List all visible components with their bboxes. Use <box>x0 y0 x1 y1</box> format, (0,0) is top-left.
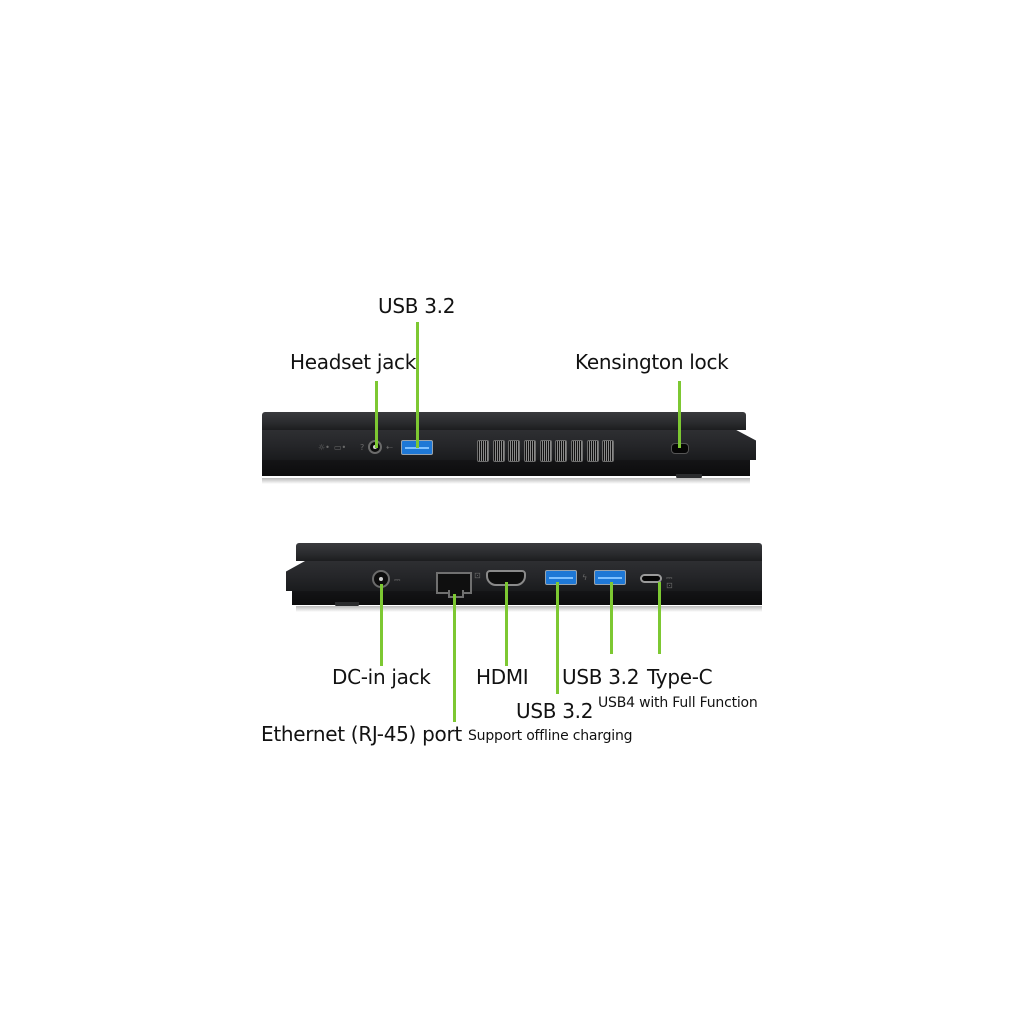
callout-hdmi: HDMI <box>476 665 529 689</box>
usb-3-2-port-offline-charging <box>545 570 577 585</box>
callout-usb-3-2-top: USB 3.2 <box>378 294 456 318</box>
indicator-power-icon: ☼• <box>318 443 330 452</box>
callout-usb-3-2-offline: USB 3.2 <box>516 699 594 723</box>
laptop-lid <box>262 412 746 430</box>
callout-type-c-sublabel: USB4 with Full Function <box>598 695 758 711</box>
headset-symbol-icon: ? <box>360 443 365 452</box>
callout-usb-3-2: USB 3.2 <box>562 665 640 689</box>
laptop-shadow <box>296 606 762 612</box>
leader-line-dc-in-jack <box>380 584 383 666</box>
dc-symbol-icon: ⎓ <box>394 575 401 584</box>
usb-symbol-icon: ⇠ <box>386 443 393 452</box>
leader-line-usb-3-2 <box>610 582 613 654</box>
dc-in-jack-port <box>372 570 390 588</box>
laptop-bottom <box>262 460 750 476</box>
callout-dc-in-jack: DC-in jack <box>332 665 431 689</box>
type-c-port <box>640 574 662 583</box>
leader-line-usb-3-2-offline <box>556 582 559 694</box>
laptop-lid <box>296 543 762 561</box>
type-c-symbol-icon: ⎓ ⊡ <box>666 573 673 590</box>
callout-headset-jack: Headset jack <box>290 350 417 374</box>
charging-symbol-icon: ϟ <box>582 573 588 582</box>
leader-line-type-c <box>658 582 661 654</box>
leader-line-usb-3-2-top <box>416 322 419 448</box>
laptop-shadow <box>262 478 750 484</box>
leader-line-headset-jack <box>375 381 378 448</box>
indicator-battery-icon: ▭• <box>334 443 347 452</box>
laptop-foot <box>335 602 359 608</box>
leader-line-kensington-lock <box>678 381 681 448</box>
callout-kensington-lock: Kensington lock <box>575 350 729 374</box>
ethernet-rj45-port <box>436 572 472 598</box>
leader-line-ethernet <box>453 594 456 722</box>
laptop-foot <box>676 474 702 480</box>
laptop-bottom <box>292 591 762 605</box>
callout-usb-3-2-offline-sublabel: Support offline charging <box>468 728 633 744</box>
callout-ethernet-port: Ethernet (RJ-45) port <box>261 722 462 746</box>
leader-line-hdmi <box>505 582 508 666</box>
network-symbol-icon: ⊡ <box>474 571 481 580</box>
callout-type-c: Type-C <box>647 665 713 689</box>
